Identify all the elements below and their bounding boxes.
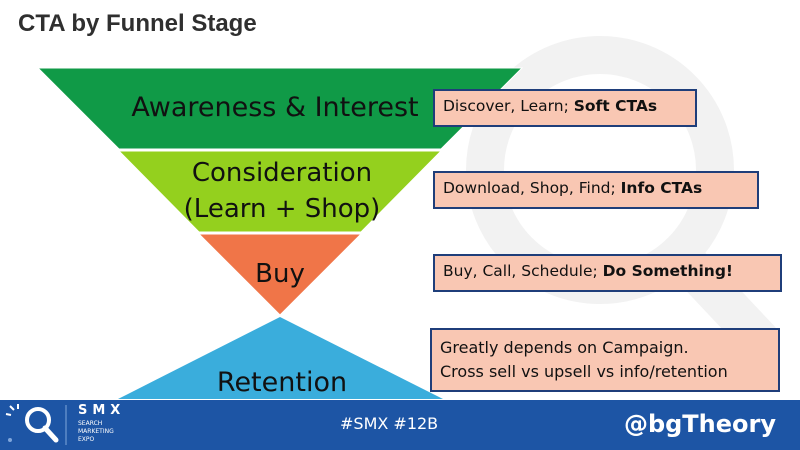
callout-text: Download, Shop, Find; (443, 179, 621, 197)
callout-line-2: Cross sell vs upsell vs info/retention (440, 362, 728, 381)
logo-wordmark: SMX (78, 403, 126, 418)
callout-emphasis: Soft CTAs (573, 97, 658, 115)
smx-logo-icon (5, 404, 67, 445)
callout-text: Discover, Learn; (443, 97, 574, 115)
callout-buy: Buy, Call, Schedule; Do Something! (433, 254, 782, 292)
stage-label-consideration-2: (Learn + Shop) (184, 194, 381, 224)
callout-text: Buy, Call, Schedule; (443, 262, 603, 280)
stage-label-awareness: Awareness & Interest (131, 92, 418, 123)
logo-line-3: EXPO (78, 436, 95, 443)
funnel-stage-retention (118, 317, 443, 399)
funnel-stage-consideration (117, 150, 443, 233)
footer-handle: @bgTheory (623, 410, 776, 438)
logo-line-2: MARKETING (78, 428, 114, 435)
stage-label-buy: Buy (255, 259, 305, 289)
callout-emphasis: Do Something! (602, 262, 733, 280)
callout-awareness: Discover, Learn; Soft CTAs (433, 89, 697, 127)
funnel-stage-buy (197, 233, 363, 316)
stage-label-retention: Retention (217, 367, 347, 398)
stage-label-consideration-1: Consideration (192, 158, 372, 188)
funnel-stage-awareness (36, 67, 524, 150)
callout-emphasis: Info CTAs (620, 179, 703, 197)
callout-line-1: Greatly depends on Campaign. (440, 338, 689, 357)
callout-consideration: Download, Shop, Find; Info CTAs (433, 171, 759, 209)
slide-title: CTA by Funnel Stage (18, 10, 257, 37)
logo-line-1: SEARCH (78, 420, 103, 427)
callout-retention: Greatly depends on Campaign. Cross sell … (430, 328, 780, 392)
footer-hashtag: #SMX #12B (340, 414, 439, 433)
footer-bar (0, 400, 800, 450)
